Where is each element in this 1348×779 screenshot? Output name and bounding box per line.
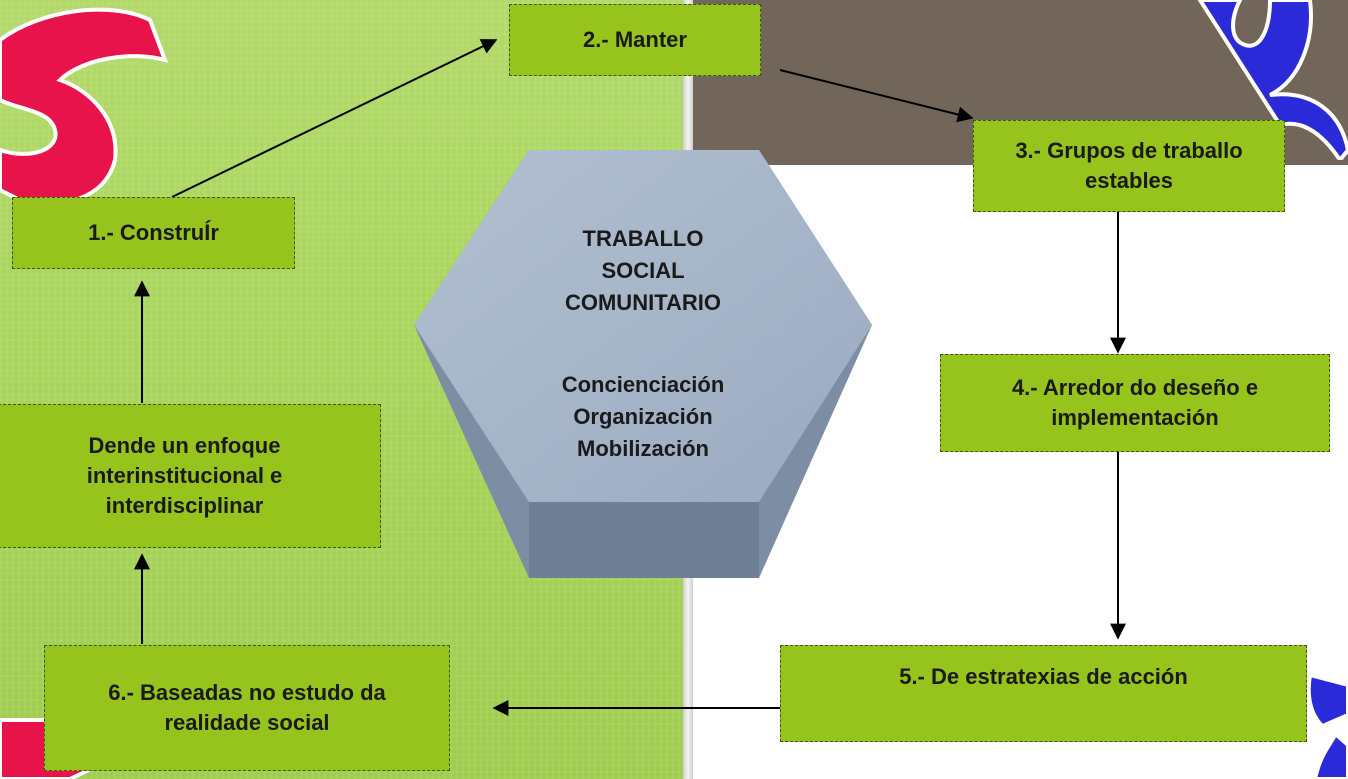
step-2-label: 2.- Manter xyxy=(583,27,687,52)
step-3-box: 3.- Grupos de traballo estables xyxy=(973,120,1285,212)
hexagon-item-mobilizacion: Mobilización xyxy=(577,436,709,461)
center-hexagon: TRABALLO SOCIAL COMUNITARIO Concienciaci… xyxy=(414,150,872,580)
step-3-label: 3.- Grupos de traballo estables xyxy=(1015,138,1243,193)
step-4-box: 4.- Arredor do deseño e implementación xyxy=(940,354,1330,452)
hexagon-item-organizacion: Organización xyxy=(573,404,713,429)
hexagon-title-line-1: TRABALLO xyxy=(582,226,704,251)
decor-red-top-left xyxy=(0,7,169,206)
step-1-label: 1.- ConstruÍr xyxy=(88,220,219,245)
step-6-label: 6.- Baseadas no estudo da realidade soci… xyxy=(108,680,386,735)
step-6-box: 6.- Baseadas no estudo da realidade soci… xyxy=(44,645,450,771)
enfoque-label: Dende un enfoque interinstitucional e in… xyxy=(86,433,283,518)
step-1-box: 1.- ConstruÍr xyxy=(12,197,295,269)
step-5-label: 5.- De estratexias de acción xyxy=(899,664,1188,689)
hexagon-title-line-2: SOCIAL xyxy=(601,258,685,283)
hexagon-shape xyxy=(414,150,872,578)
decor-blue-right-edge xyxy=(1306,672,1348,779)
decor-blue-top-right xyxy=(1197,0,1348,160)
step-5-box: 5.- De estratexias de acción xyxy=(780,645,1307,742)
arrow-2-to-3 xyxy=(779,69,974,123)
hexagon-item-concienciacion: Concienciación xyxy=(561,372,725,397)
enfoque-box: Dende un enfoque interinstitucional e in… xyxy=(0,404,381,548)
arrow-1-to-2 xyxy=(171,39,498,198)
step-4-label: 4.- Arredor do deseño e implementación xyxy=(1011,375,1259,430)
step-2-box: 2.- Manter xyxy=(509,4,761,76)
hexagon-title-line-3: COMUNITARIO xyxy=(564,290,722,315)
